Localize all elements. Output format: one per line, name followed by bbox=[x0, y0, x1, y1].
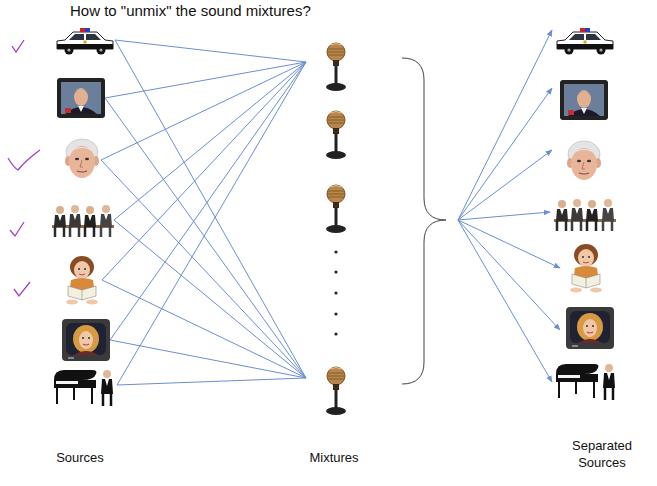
ellipsis-dots bbox=[334, 250, 337, 335]
face-icon bbox=[65, 139, 99, 178]
tv-singer-icon bbox=[566, 307, 614, 349]
column-label-box: Sources bbox=[25, 450, 135, 467]
column-label: Separated Sources bbox=[565, 438, 639, 472]
diagram-title-box: How to "unmix" the sound mixtures? bbox=[70, 1, 430, 21]
column-label: Mixtures bbox=[279, 450, 389, 467]
child-icon bbox=[66, 256, 98, 305]
piano-icon bbox=[556, 364, 615, 400]
column-label-box: Separated Sources bbox=[565, 438, 639, 472]
check-marks bbox=[8, 40, 40, 296]
group-icon bbox=[554, 199, 616, 231]
police-car-icon bbox=[557, 28, 613, 55]
tv-singer-icon bbox=[62, 319, 110, 361]
separation-arrows bbox=[458, 30, 560, 382]
column-label-box: Mixtures bbox=[279, 450, 389, 467]
microphone-icon bbox=[326, 185, 346, 233]
child-icon bbox=[570, 244, 602, 293]
column-label: Sources bbox=[25, 450, 135, 467]
piano-icon bbox=[54, 370, 113, 406]
microphone-icon bbox=[326, 43, 346, 91]
microphone-icon bbox=[326, 367, 346, 415]
microphone-icon bbox=[326, 111, 346, 159]
brace bbox=[402, 58, 446, 384]
tv-speaker-icon bbox=[57, 78, 105, 118]
face-icon bbox=[567, 141, 601, 180]
police-car-icon bbox=[57, 28, 113, 55]
mixing-lines bbox=[101, 40, 306, 385]
diagram-title: How to "unmix" the sound mixtures? bbox=[70, 1, 430, 21]
tv-speaker-icon bbox=[560, 80, 608, 120]
group-icon bbox=[52, 205, 114, 237]
